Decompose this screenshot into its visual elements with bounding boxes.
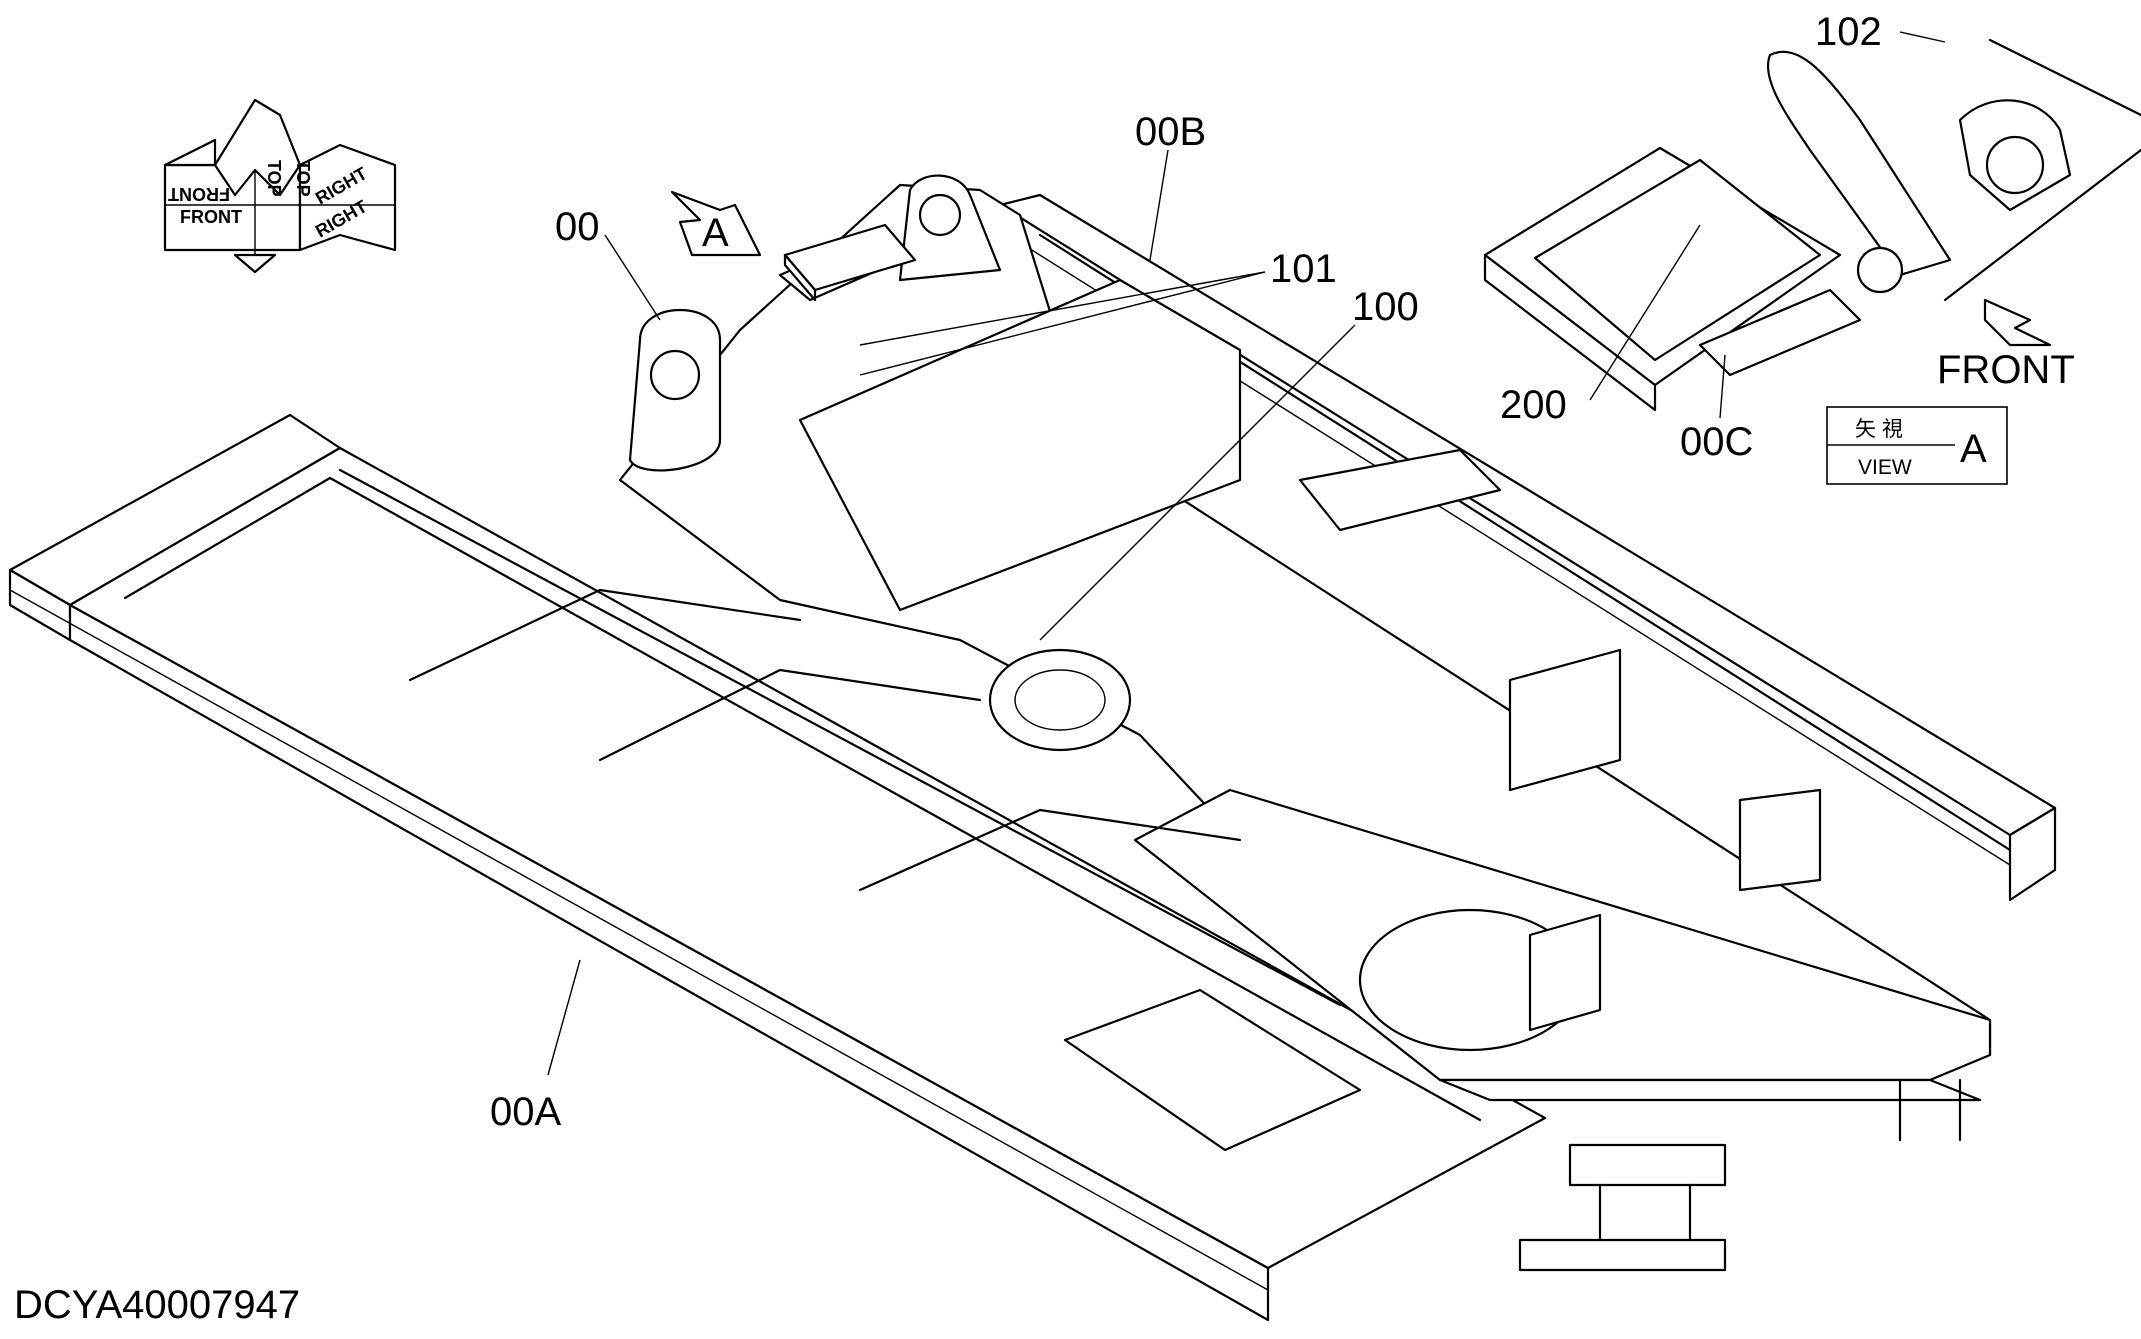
view-a-arrow: A xyxy=(670,190,762,257)
center-frame xyxy=(408,174,1992,1272)
inset-view-a xyxy=(1483,31,2141,419)
callout-00b: 00B xyxy=(1135,110,1206,154)
view-a-arrow-label: A xyxy=(702,211,729,255)
view-box-kanji: 矢 視 xyxy=(1855,418,1903,441)
callout-101: 101 xyxy=(1270,247,1337,291)
callout-00c: 00C xyxy=(1680,420,1753,464)
callout-00: 00 xyxy=(555,205,600,249)
callout-200: 200 xyxy=(1500,383,1567,427)
orientation-front-flipped: FRONT xyxy=(168,184,230,204)
callout-100: 100 xyxy=(1352,285,1419,329)
step-plate-main xyxy=(783,223,917,302)
callout-102: 102 xyxy=(1815,10,1882,54)
view-a-box: 矢 視 VIEW A xyxy=(1826,406,2008,485)
leader-lines xyxy=(547,149,1356,1076)
orientation-compass: FRONT FRONT TOP TOP RIGHT RIGHT xyxy=(163,98,397,274)
orientation-top: TOP xyxy=(264,160,284,197)
view-box-letter: A xyxy=(1960,427,1987,471)
document-id: DCYA40007947 xyxy=(14,1283,301,1327)
orientation-top-2: TOP xyxy=(293,160,313,197)
right-side-frame xyxy=(998,193,2057,902)
callout-00a: 00A xyxy=(490,1090,561,1134)
orientation-front: FRONT xyxy=(180,207,242,227)
view-box-view: VIEW xyxy=(1858,456,1912,479)
inset-front-label: FRONT xyxy=(1937,348,2075,392)
